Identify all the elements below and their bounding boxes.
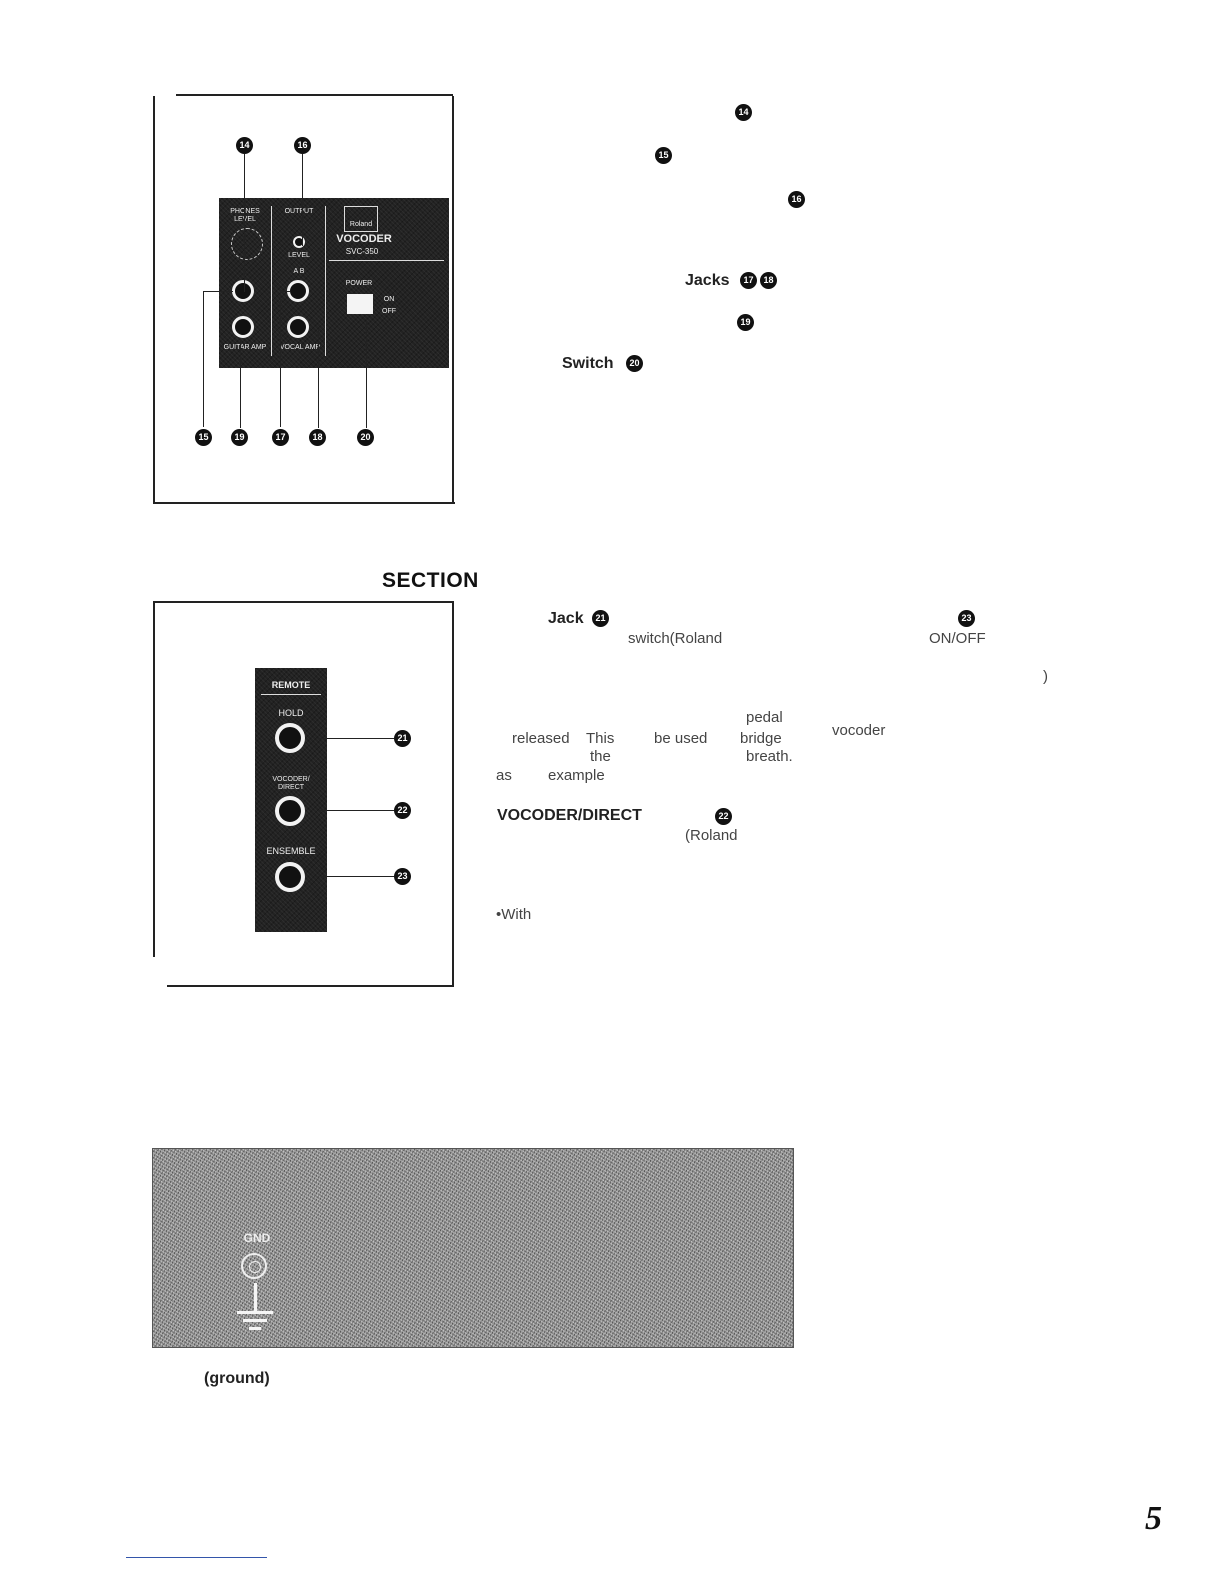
ab-label: A B — [293, 268, 305, 275]
remote-marker-21: 21 — [394, 730, 411, 747]
roland-brand-text: Roland — [349, 221, 373, 228]
this-text: This — [586, 730, 615, 747]
with-word: With — [501, 906, 532, 923]
text-marker-17: 17 — [740, 272, 757, 289]
vocal-amp-label: VOCAL AMP — [279, 344, 321, 351]
page-number: 5 — [1145, 1500, 1162, 1537]
guitar-amp-label: GUITAR AMP — [223, 344, 267, 351]
gnd-screw-icon[interactable] — [241, 1253, 267, 1279]
released-text: released — [512, 730, 570, 747]
power-on-label: ON — [383, 296, 395, 303]
ground-terminal-photo: GND — [152, 1148, 794, 1348]
jacks-label: Jacks — [685, 272, 730, 289]
leader-17 — [280, 291, 281, 427]
leader-18 — [318, 330, 319, 428]
power-label: POWER — [345, 280, 373, 287]
svc-350-label: SVC-350 — [345, 247, 379, 256]
marker-17-bottom: 17 — [272, 429, 289, 446]
level-label: LEVEL — [288, 252, 310, 259]
switch-label: Switch — [562, 355, 614, 372]
leader-21 — [318, 738, 394, 739]
on-off-text: ON/OFF — [929, 630, 986, 647]
leader-17-h — [280, 291, 290, 292]
text-marker-19: 19 — [737, 314, 754, 331]
vocoder-text: vocoder — [832, 722, 886, 739]
leader-15-v — [203, 291, 204, 427]
leader-16 — [302, 154, 303, 246]
remote-marker-22: 22 — [394, 802, 411, 819]
close-paren-text: ) — [1043, 668, 1048, 685]
phones-level-knob[interactable] — [231, 228, 263, 260]
power-off-label: OFF — [382, 308, 396, 315]
vocoder-direct-heading: VOCODER/DIRECT — [497, 807, 642, 824]
output-label: OUTPUT — [284, 208, 314, 215]
output-level-indicator — [293, 236, 305, 248]
text-marker-18: 18 — [760, 272, 777, 289]
example-text: example — [548, 767, 605, 784]
leader-20 — [366, 320, 367, 428]
text-marker-14: 14 — [735, 104, 752, 121]
roland-logo: Roland — [344, 206, 378, 232]
text-marker-16: 16 — [788, 191, 805, 208]
remote-title: REMOTE — [271, 680, 311, 690]
footer-rule — [126, 1557, 267, 1558]
power-switch[interactable] — [347, 294, 373, 314]
text-marker-15: 15 — [655, 147, 672, 164]
bullet-icon: • — [496, 906, 502, 923]
remote-jack-label: Jack — [548, 610, 584, 627]
remote-text-marker-21: 21 — [592, 610, 609, 627]
leader-22 — [318, 810, 394, 811]
remote-text-marker-23: 23 — [958, 610, 975, 627]
gnd-label: GND — [243, 1231, 271, 1245]
vocal-amp-jack[interactable] — [287, 316, 309, 338]
remote-text-marker-22: 22 — [715, 808, 732, 825]
ground-caption: (ground) — [204, 1370, 270, 1387]
leader-23 — [318, 876, 394, 877]
rear-panel-photo: PHONES LEVEL OUTPUT Roland VOCODER SVC-3… — [219, 198, 449, 368]
as-text: as — [496, 767, 512, 784]
remote-panel-photo: REMOTE HOLD VOCODER/ DIRECT ENSEMBLE — [255, 668, 327, 932]
marker-15-bottom: 15 — [195, 429, 212, 446]
pedal-text: pedal — [746, 709, 783, 726]
section-heading: SECTION — [382, 569, 479, 592]
ground-symbol-icon — [235, 1283, 275, 1335]
roland-paren-text: (Roland — [685, 827, 738, 844]
bridge-text: bridge — [740, 730, 782, 747]
be-used-text: be used — [654, 730, 708, 747]
remote-marker-23: 23 — [394, 868, 411, 885]
the-text: the — [590, 748, 611, 765]
vocoder-direct-jack[interactable] — [275, 796, 305, 826]
vocoder-direct-label: VOCODER/ DIRECT — [272, 776, 310, 791]
hold-jack[interactable] — [275, 723, 305, 753]
breath-text: breath. — [746, 748, 793, 765]
switch-roland-text: switch(Roland — [628, 630, 723, 647]
leader-14 — [244, 154, 245, 292]
marker-18-bottom: 18 — [309, 429, 326, 446]
leader-19 — [240, 340, 241, 428]
leader-15 — [203, 291, 233, 292]
marker-16: 16 — [294, 137, 311, 154]
marker-14: 14 — [236, 137, 253, 154]
hold-label: HOLD — [278, 708, 304, 718]
text-marker-20: 20 — [626, 355, 643, 372]
with-text: •With — [496, 906, 531, 924]
ensemble-label: ENSEMBLE — [266, 846, 316, 856]
ensemble-jack[interactable] — [275, 862, 305, 892]
phones-level-label: PHONES LEVEL — [230, 208, 260, 223]
phones-jack[interactable] — [232, 280, 254, 302]
marker-20-bottom: 20 — [357, 429, 374, 446]
vocoder-model-label: VOCODER — [336, 233, 392, 245]
output-a-jack[interactable] — [287, 280, 309, 302]
guitar-amp-jack[interactable] — [232, 316, 254, 338]
marker-19-bottom: 19 — [231, 429, 248, 446]
